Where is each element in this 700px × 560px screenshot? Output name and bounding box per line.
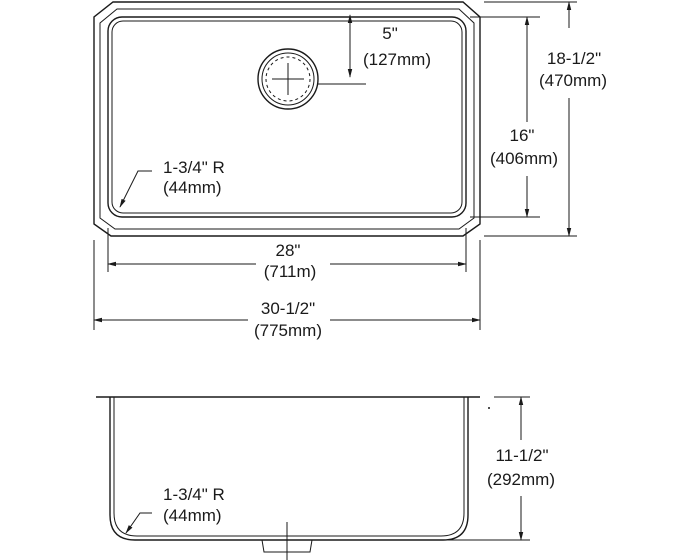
overall-width-inches: 30-1/2": [260, 299, 316, 318]
sink-bowl-outline: [107, 16, 467, 218]
corner-radius-side-mm: (44mm): [163, 506, 222, 525]
corner-radius-leader-side: [125, 512, 152, 534]
corner-radius-top-mm: (44mm): [163, 178, 222, 197]
bowl-width-dimension: [107, 228, 467, 272]
drain-offset-inches: 5": [382, 24, 398, 43]
bowl-height-inches: 11-1/2": [495, 446, 549, 465]
top-view: [93, 1, 577, 330]
bowl-width-inches: 28": [275, 241, 301, 260]
sink-side-profile: [109, 397, 469, 541]
bowl-height-dimension: [362, 396, 530, 541]
sink-outer-flange: [93, 1, 481, 237]
bowl-width-mm: (711m): [263, 262, 317, 281]
bowl-depth-mm: (406mm): [489, 149, 558, 168]
drain-icon: [257, 48, 319, 110]
overall-depth-dimension: [484, 1, 577, 237]
bowl-height-mm: (292mm): [486, 470, 555, 489]
sink-bowl-inner-line: [111, 20, 463, 214]
overall-depth-inches: 18-1/2": [546, 49, 602, 68]
sink-flange-inner-line: [99, 8, 475, 230]
overall-depth-mm: (470mm): [538, 71, 607, 90]
side-view: [96, 396, 530, 560]
sink-side-inner-line: [113, 397, 465, 537]
bowl-depth-dimension: [470, 16, 540, 218]
bowl-depth-inches: 16": [509, 126, 535, 145]
corner-radius-side-inches: 1-3/4" R: [163, 485, 225, 504]
overall-width-mm: (775mm): [253, 321, 322, 340]
corner-radius-leader-top: [119, 170, 152, 208]
overall-width-dimension: [93, 240, 481, 330]
drain-offset-mm: (127mm): [362, 50, 431, 69]
corner-radius-top-inches: 1-3/4" R: [163, 158, 225, 177]
drain-offset-dimension: [318, 14, 366, 85]
